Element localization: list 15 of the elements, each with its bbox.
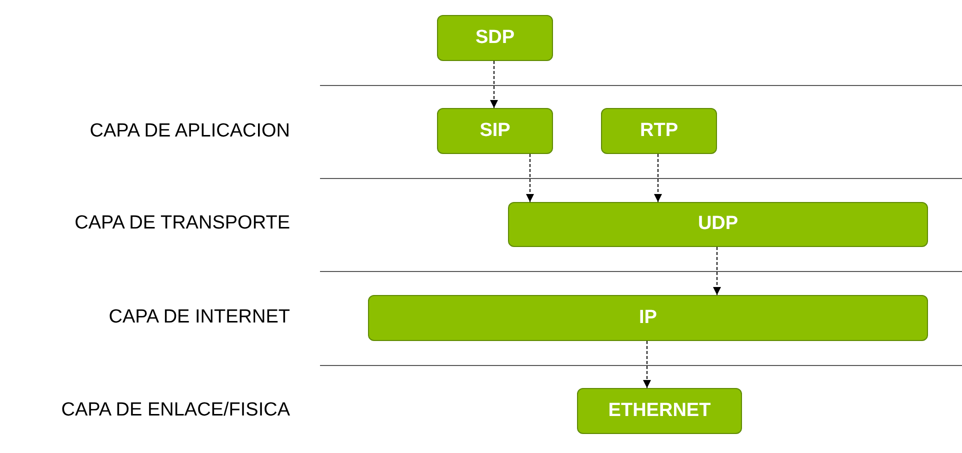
protocol-box: SIP [437, 108, 553, 154]
layer-label: CAPA DE APLICACION [90, 122, 290, 140]
protocol-box: ETHERNET [577, 388, 742, 434]
arrow [654, 154, 662, 202]
layer-label: CAPA DE INTERNET [108, 308, 290, 326]
layer-label: CAPA DE TRANSPORTE [74, 214, 290, 232]
layer-label: CAPA DE ENLACE/FISICA [61, 400, 290, 420]
arrow [643, 340, 651, 388]
arrow [490, 60, 498, 108]
arrow [713, 246, 721, 296]
arrow [526, 154, 534, 202]
protocol-box: IP [368, 295, 928, 341]
protocol-box: UDP [508, 202, 928, 247]
protocol-box: SDP [437, 15, 553, 61]
protocol-box: RTP [601, 108, 717, 154]
